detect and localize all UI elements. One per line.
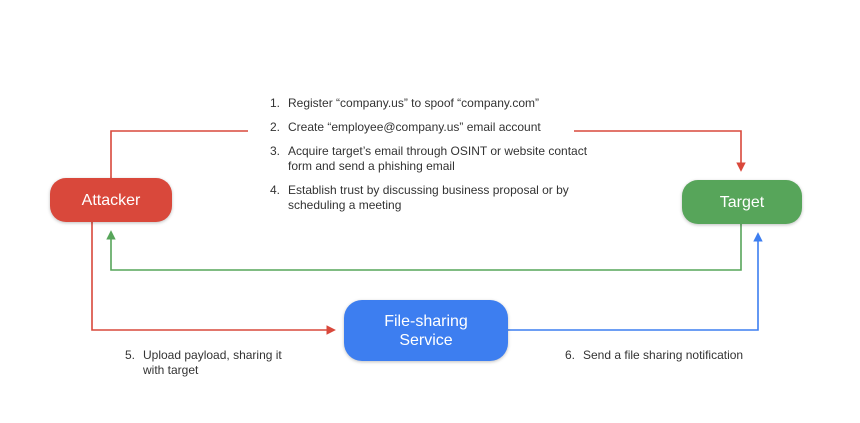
node-attacker: Attacker bbox=[50, 178, 172, 222]
step-text: Establish trust by discussing business p… bbox=[288, 183, 569, 212]
arrow-attacker-to-filesharing bbox=[91, 222, 336, 335]
step-item: 1. Register “company.us” to spoof “compa… bbox=[270, 96, 610, 111]
step-number: 1. bbox=[270, 96, 281, 110]
node-file-sharing-label-line2: Service bbox=[399, 331, 453, 349]
step-item: 2. Create “employee@company.us” email ac… bbox=[270, 120, 610, 135]
step-item: 4. Establish trust by discussing busines… bbox=[270, 183, 610, 213]
step-number: 2. bbox=[270, 120, 281, 134]
step-5-label: 5. Upload payload, sharing it with targe… bbox=[125, 348, 305, 378]
step-number: 6. bbox=[565, 348, 576, 362]
step-item: 3. Acquire target’s email through OSINT … bbox=[270, 144, 610, 174]
node-attacker-label: Attacker bbox=[81, 191, 141, 209]
step-text: Upload payload, sharing it with target bbox=[143, 348, 282, 377]
attack-steps-list: 1. Register “company.us” to spoof “compa… bbox=[270, 96, 610, 222]
arrow-attacker-to-target bbox=[110, 130, 741, 178]
step-text: Acquire target’s email through OSINT or … bbox=[288, 144, 588, 173]
node-file-sharing-label-line1: File-sharing bbox=[384, 312, 468, 330]
step-text: Create “employee@company.us” email accou… bbox=[288, 120, 541, 134]
node-target-label: Target bbox=[719, 193, 765, 211]
arrow-target-to-attacker bbox=[106, 224, 742, 271]
step-number: 4. bbox=[270, 183, 281, 197]
step-6-label: 6. Send a file sharing notification bbox=[565, 348, 745, 363]
node-target: Target bbox=[682, 180, 802, 224]
step-number: 3. bbox=[270, 144, 281, 158]
step-text: Register “company.us” to spoof “company.… bbox=[288, 96, 539, 110]
step-text: Send a file sharing notification bbox=[583, 348, 744, 362]
step-number: 5. bbox=[125, 348, 136, 362]
arrow-filesharing-to-target bbox=[508, 232, 763, 331]
node-file-sharing-service: File-sharing Service bbox=[344, 300, 508, 361]
